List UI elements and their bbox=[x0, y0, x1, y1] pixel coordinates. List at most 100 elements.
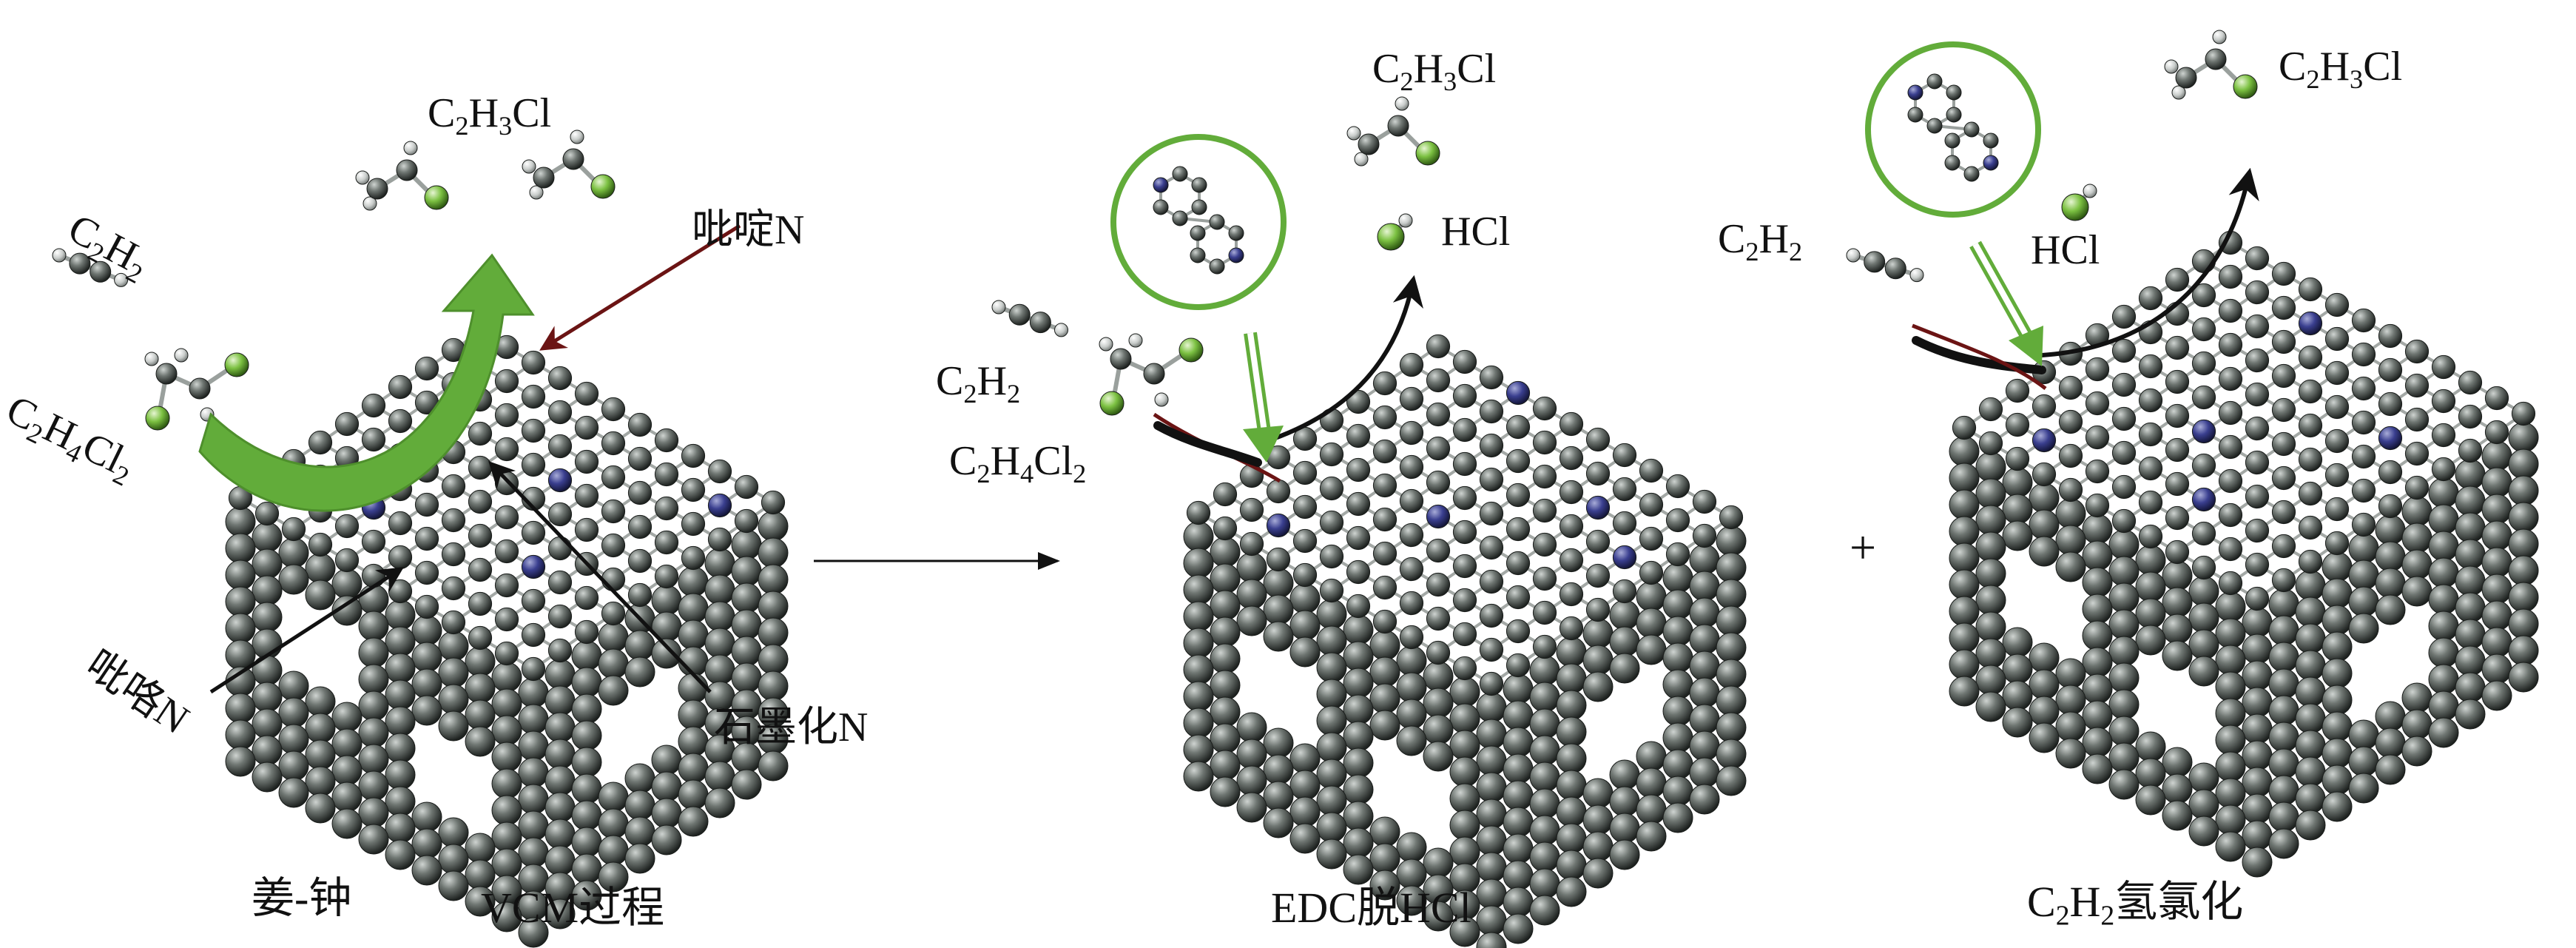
carbon-atom bbox=[1400, 455, 1423, 478]
carbon-atom bbox=[2272, 364, 2295, 387]
carbon-atom bbox=[1976, 532, 2006, 562]
carbon-atom bbox=[2056, 712, 2086, 742]
carbon-atom bbox=[1450, 837, 1480, 867]
nitrogen-atom bbox=[2192, 488, 2215, 511]
carbon-atom bbox=[189, 378, 210, 399]
carbon-atom bbox=[2269, 616, 2299, 645]
carbon-atom bbox=[655, 497, 678, 520]
carbon-atom bbox=[2003, 681, 2032, 710]
carbon-atom bbox=[1666, 474, 1689, 497]
hydrogen-atom bbox=[1399, 214, 1412, 227]
carbon-atom bbox=[439, 844, 468, 874]
carbon-atom bbox=[2405, 374, 2428, 397]
carbon-atom bbox=[2165, 540, 2188, 563]
carbon-atom bbox=[2139, 491, 2162, 514]
carbon-atom bbox=[1503, 727, 1533, 757]
carbon-atom bbox=[495, 471, 518, 494]
carbon-atom bbox=[306, 793, 335, 823]
carbon-atom bbox=[2083, 727, 2112, 757]
carbon-atom bbox=[2216, 619, 2245, 648]
carbon-atom bbox=[2509, 423, 2538, 452]
carbon-atom bbox=[655, 463, 678, 485]
carbon-atom bbox=[2458, 405, 2481, 428]
carbon-atom bbox=[2432, 355, 2455, 378]
carbon-atom bbox=[1184, 575, 1213, 605]
carbon-atom bbox=[1533, 431, 1556, 454]
carbon-atom bbox=[2242, 794, 2272, 824]
carbon-atom bbox=[439, 631, 468, 661]
carbon-atom bbox=[2189, 656, 2219, 686]
nitrogen-atom bbox=[1267, 514, 1289, 537]
carbon-atom bbox=[1453, 588, 1476, 611]
carbon-atom bbox=[385, 653, 415, 683]
carbon-atom bbox=[533, 167, 554, 188]
carbon-atom bbox=[2455, 619, 2485, 649]
carbon-atom bbox=[2376, 702, 2405, 731]
carbon-atom bbox=[2322, 605, 2352, 635]
carbon-atom bbox=[2455, 460, 2485, 489]
carbon-atom bbox=[306, 554, 335, 583]
carbon-atom bbox=[2059, 376, 2082, 399]
c2h3cl-label-1: C2H3Cl bbox=[428, 93, 551, 139]
carbon-atom bbox=[601, 465, 624, 488]
carbon-atom bbox=[1144, 363, 1164, 384]
carbon-atom bbox=[2219, 469, 2242, 492]
carbon-atom bbox=[601, 602, 624, 625]
carbon-atom bbox=[572, 774, 601, 804]
carbon-atom bbox=[1264, 622, 1293, 651]
carbon-atom bbox=[2162, 801, 2192, 830]
carbon-atom bbox=[1373, 542, 1396, 565]
carbon-atom bbox=[2482, 601, 2512, 631]
carbon-atom bbox=[1477, 773, 1506, 802]
carbon-atom bbox=[2006, 379, 2029, 402]
carbon-atom bbox=[1716, 659, 1746, 689]
carbon-atom bbox=[1557, 824, 1586, 853]
carbon-atom bbox=[2352, 343, 2375, 366]
carbon-atom bbox=[1557, 877, 1586, 907]
carbon-atom bbox=[1557, 744, 1586, 773]
carbon-atom bbox=[1533, 533, 1556, 556]
carbon-atom bbox=[575, 416, 598, 439]
carbon-atom bbox=[2509, 449, 2538, 479]
carbon-atom bbox=[2322, 632, 2352, 662]
carbon-atom bbox=[1636, 821, 1666, 851]
carbon-atom bbox=[2269, 722, 2299, 752]
carbon-atom bbox=[1320, 511, 1343, 534]
carbon-atom bbox=[1613, 443, 1636, 466]
carbon-atom bbox=[1400, 387, 1423, 410]
carbon-atom bbox=[1346, 526, 1369, 549]
carbon-atom bbox=[1885, 258, 1906, 279]
carbon-atom bbox=[2165, 438, 2188, 461]
carbon-atom bbox=[1343, 855, 1373, 884]
carbon-atom bbox=[1210, 564, 1240, 594]
carbon-atom bbox=[1976, 665, 2006, 695]
carbon-atom bbox=[226, 587, 255, 616]
carbon-atom bbox=[1400, 557, 1423, 580]
chlorine-atom bbox=[1100, 391, 1124, 415]
carbon-atom bbox=[2083, 674, 2112, 704]
carbon-atom bbox=[1237, 606, 1267, 636]
catalyst-block-1 bbox=[226, 320, 788, 947]
carbon-atom bbox=[2242, 821, 2272, 850]
carbon-atom bbox=[2086, 426, 2108, 448]
carbon-atom bbox=[2139, 286, 2162, 309]
carbon-atom bbox=[495, 608, 518, 631]
carbon-atom bbox=[1976, 479, 2006, 508]
carbon-atom bbox=[1210, 697, 1240, 727]
carbon-atom bbox=[2458, 439, 2481, 462]
carbon-atom bbox=[2352, 479, 2375, 502]
carbon-atom bbox=[1666, 542, 1689, 565]
carbon-atom bbox=[2242, 741, 2272, 770]
carbon-atom bbox=[306, 740, 335, 770]
pyridinic-site-inset-3 bbox=[1868, 44, 2038, 215]
carbon-atom bbox=[1690, 571, 1719, 601]
carbon-atom bbox=[2192, 454, 2215, 477]
carbon-atom bbox=[1560, 582, 1582, 605]
carbon-atom bbox=[1560, 412, 1582, 435]
carbon-atom bbox=[495, 539, 518, 562]
vcm-process-caption: VCM过程 bbox=[481, 887, 664, 929]
carbon-atom bbox=[2219, 435, 2242, 458]
carbon-atom bbox=[388, 409, 411, 432]
carbon-atom bbox=[1477, 826, 1506, 855]
carbon-atom bbox=[2325, 531, 2348, 554]
